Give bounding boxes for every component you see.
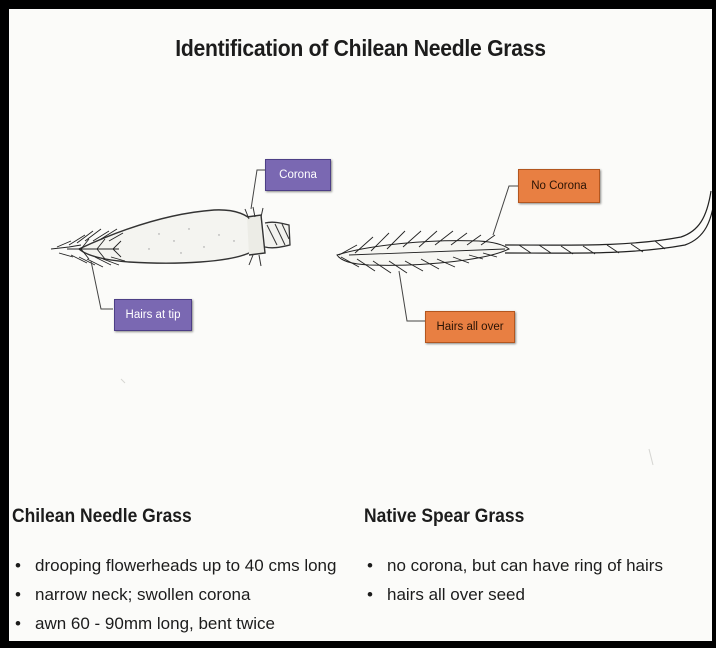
list-item: drooping flowerheads up to 40 cms long <box>15 551 336 580</box>
list-item: no corona, but can have ring of hairs <box>367 551 663 580</box>
native-heading: Native Spear Grass <box>364 506 524 528</box>
hairs-all-over-callout: Hairs all over <box>425 311 515 343</box>
no-corona-callout: No Corona <box>518 169 600 203</box>
chilean-heading: Chilean Needle Grass <box>12 506 192 528</box>
list-item: narrow neck; swollen corona <box>15 580 336 609</box>
native-bullet-list: no corona, but can have ring of hairs ha… <box>367 551 663 609</box>
corona-callout: Corona <box>265 159 331 191</box>
list-item: hairs all over seed <box>367 580 663 609</box>
diagram-panel: Identification of Chilean Needle Grass <box>9 9 712 641</box>
hairs-at-tip-callout: Hairs at tip <box>114 299 192 331</box>
scan-smudges <box>121 379 653 465</box>
chilean-bullet-list: drooping flowerheads up to 40 cms long n… <box>15 551 336 638</box>
list-item: awn 60 - 90mm long, bent twice <box>15 609 336 638</box>
chilean-needle-grass-seed <box>51 170 290 309</box>
native-spear-grass-seed <box>337 186 712 321</box>
